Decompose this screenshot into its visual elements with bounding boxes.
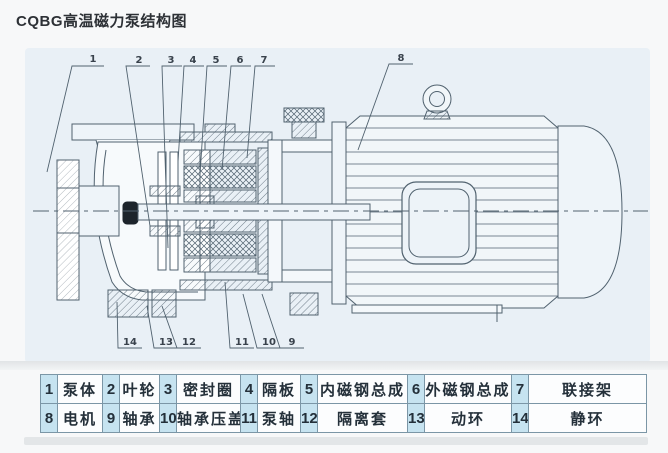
part-name-cell: 轴承压盖 xyxy=(176,403,241,433)
part-number-cell: 11 xyxy=(240,403,258,433)
part-number-cell: 13 xyxy=(407,403,425,433)
callout-5: 5 xyxy=(213,55,220,66)
part-number-cell: 8 xyxy=(40,403,58,433)
motor xyxy=(331,84,623,322)
part-number-cell: 12 xyxy=(300,403,318,433)
callout-numbers: 1 2 3 4 5 6 7 8 14 13 12 11 10 9 xyxy=(90,53,405,348)
part-number-cell: 5 xyxy=(300,374,318,404)
callout-9: 9 xyxy=(289,337,296,348)
inner-magnet-top xyxy=(183,189,257,203)
callout-6: 6 xyxy=(237,55,244,66)
part-name-cell: 叶轮 xyxy=(119,374,160,404)
callout-14: 14 xyxy=(123,337,137,348)
part-number-cell: 2 xyxy=(102,374,120,404)
figure-title: CQBG高温磁力泵结构图 xyxy=(16,13,188,30)
callout-12: 12 xyxy=(182,337,196,348)
part-name-cell: 隔离套 xyxy=(317,403,408,433)
outer-magnet-top-x xyxy=(183,165,257,189)
part-name-cell: 泵体 xyxy=(57,374,103,404)
callout-leaders xyxy=(46,63,413,349)
part-number-cell: 6 xyxy=(407,374,425,404)
frame-bolt xyxy=(283,107,325,123)
part-name-cell: 隔板 xyxy=(257,374,301,404)
callout-13: 13 xyxy=(159,337,173,348)
part-number-cell: 1 xyxy=(40,374,58,404)
impeller-nut xyxy=(122,201,139,225)
part-name-cell: 联接架 xyxy=(528,374,647,404)
part-name-cell: 内磁钢总成 xyxy=(317,374,408,404)
part-number-cell: 14 xyxy=(511,403,529,433)
outer-magnet-bottom-x xyxy=(183,233,257,257)
part-number-cell: 7 xyxy=(511,374,529,404)
part-name-cell: 静环 xyxy=(528,403,647,433)
shaft-seal-bottom xyxy=(195,219,215,229)
callout-3: 3 xyxy=(168,55,175,66)
frame-foot xyxy=(289,292,319,316)
outer-magnet-top xyxy=(183,149,257,165)
motor-nameplate xyxy=(401,181,477,265)
pump-shaft xyxy=(137,203,371,221)
part-name-cell: 泵轴 xyxy=(257,403,301,433)
part-number-cell: 3 xyxy=(159,374,177,404)
callout-1: 1 xyxy=(90,54,97,65)
motor-rear-cap xyxy=(557,125,623,299)
inner-magnet-bottom xyxy=(183,219,257,233)
callout-10: 10 xyxy=(262,337,276,348)
motor-fins xyxy=(346,127,558,297)
shaft-seal-top xyxy=(195,195,215,205)
part-name-cell: 轴承 xyxy=(119,403,160,433)
scan-shadow-upper xyxy=(0,361,668,370)
part-number-cell: 10 xyxy=(159,403,177,433)
part-name-cell: 外磁钢总成 xyxy=(424,374,512,404)
pump-section-drawing: 1 2 3 4 5 6 7 8 14 13 12 11 10 9 xyxy=(25,48,650,363)
part-number-cell: 9 xyxy=(102,403,120,433)
lifting-eye-icon xyxy=(422,84,452,120)
callout-8: 8 xyxy=(398,53,405,64)
callout-4: 4 xyxy=(190,55,197,66)
part-name-cell: 动环 xyxy=(424,403,512,433)
callout-2: 2 xyxy=(136,55,143,66)
callout-7: 7 xyxy=(261,55,268,66)
callout-11: 11 xyxy=(235,337,249,348)
scan-shadow-lower xyxy=(24,437,648,445)
outer-magnet-bottom xyxy=(183,257,257,273)
part-name-cell: 密封圈 xyxy=(176,374,241,404)
motor-feet xyxy=(351,304,503,322)
part-name-cell: 电机 xyxy=(57,403,103,433)
part-number-cell: 4 xyxy=(240,374,258,404)
